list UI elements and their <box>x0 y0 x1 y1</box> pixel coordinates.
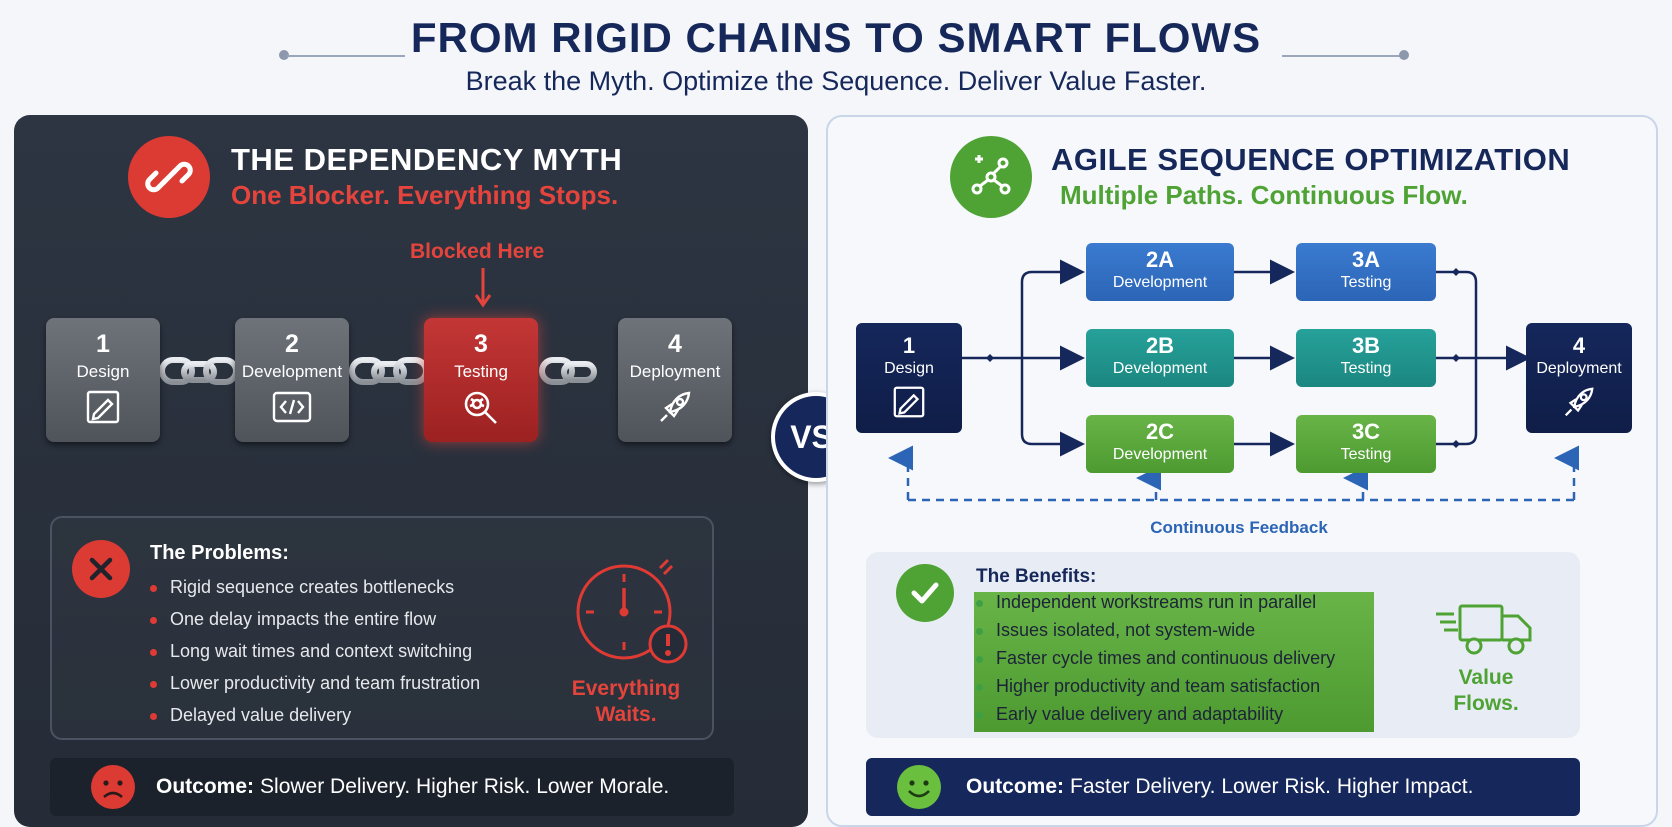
workflow-badge <box>950 136 1032 218</box>
left-panel-subtitle: One Blocker. Everything Stops. <box>231 180 619 210</box>
check-badge <box>896 564 954 622</box>
list-item: Lower productivity and team frustration <box>148 673 548 694</box>
step-number: 2C <box>1145 419 1175 444</box>
right-panel-subtitle: Multiple Paths. Continuous Flow. <box>1060 180 1468 210</box>
flow-step-2c: 2C Development <box>1086 415 1234 473</box>
step-label: Development <box>1112 360 1208 377</box>
outcome-text: Slower Delivery. Higher Risk. Lower Mora… <box>260 775 670 798</box>
left-panel-title: THE DEPENDENCY MYTH <box>231 142 623 177</box>
step-number: 3 <box>474 330 488 358</box>
happy-face-icon <box>897 765 941 809</box>
broken-chain-badge <box>128 136 210 218</box>
step-label: Development <box>241 362 343 381</box>
step-testing-blocked: 3 Testing <box>424 318 538 442</box>
outcome-text: Faster Delivery. Lower Risk. Higher Impa… <box>1070 775 1474 798</box>
outcome-label: Outcome: <box>966 775 1065 798</box>
checkmark-icon <box>911 582 939 604</box>
flow-step-3b: 3B Testing <box>1296 329 1436 387</box>
header-right-dot <box>1399 50 1409 60</box>
workflow-nodes-icon <box>971 155 1011 195</box>
header-left-rule <box>287 55 405 57</box>
flow-step-2b: 2B Development <box>1086 329 1234 387</box>
flow-step-2a: 2A Development <box>1086 243 1234 301</box>
step-design: 1 Design <box>46 318 160 442</box>
flow-step-design: 1 Design <box>856 323 962 433</box>
flow-step-3c: 3C Testing <box>1296 415 1436 473</box>
flow-connectors <box>888 259 1579 502</box>
step-label: Testing <box>1340 274 1392 291</box>
everything-waits-label: Everything Waits. <box>566 676 686 728</box>
delivery-truck-icon <box>1436 604 1532 655</box>
waits-line2: Waits. <box>595 703 657 726</box>
dependency-myth-panel <box>14 115 808 827</box>
blocked-arrow-icon <box>474 268 492 308</box>
step-number: 2B <box>1145 333 1175 358</box>
step-development: 2 Development <box>235 318 349 442</box>
list-item: Independent workstreams run in parallel <box>974 592 1374 613</box>
chain-links <box>159 357 597 385</box>
list-item: Faster cycle times and continuous delive… <box>974 648 1374 669</box>
bug-magnifier-icon <box>464 391 497 424</box>
flow-step-deployment: 4 Deployment <box>1526 323 1632 433</box>
page-subtitle: Break the Myth. Optimize the Sequence. D… <box>465 66 1207 96</box>
right-outcome-bar: Outcome: Faster Delivery. Lower Risk. Hi… <box>866 758 1580 816</box>
waits-line1: Everything <box>571 677 681 700</box>
problems-card <box>50 516 714 740</box>
step-label: Testing <box>454 362 508 381</box>
step-label: Testing <box>1340 360 1392 377</box>
left-outcome-bar: Outcome: Slower Delivery. Higher Risk. L… <box>50 758 734 816</box>
step-label: Development <box>1112 446 1208 463</box>
benefits-title: The Benefits: <box>976 566 1097 587</box>
list-item: Higher productivity and team satisfactio… <box>974 676 1374 697</box>
step-number: 1 <box>96 330 110 358</box>
step-number: 3B <box>1351 333 1381 358</box>
step-label: Design <box>884 360 934 377</box>
rocket-icon <box>1564 387 1594 417</box>
list-item: Rigid sequence creates bottlenecks <box>148 577 548 598</box>
continuous-feedback-label: Continuous Feedback <box>1150 518 1328 537</box>
value-line2: Flows. <box>1453 692 1519 715</box>
pencil-icon <box>893 386 925 418</box>
header-right-rule <box>1282 55 1400 57</box>
page-title: FROM RIGID CHAINS TO SMART FLOWS <box>410 14 1262 61</box>
benefits-list: Independent workstreams run in parallel … <box>974 592 1374 732</box>
problems-list: Rigid sequence creates bottlenecks One d… <box>148 577 548 736</box>
step-number: 1 <box>902 333 916 358</box>
list-item: Delayed value delivery <box>148 705 548 726</box>
code-icon <box>272 391 312 423</box>
sad-face-icon <box>91 765 135 809</box>
problems-title: The Problems: <box>150 542 289 564</box>
list-item: One delay impacts the entire flow <box>148 609 548 630</box>
step-label: Design <box>76 362 130 381</box>
chain-link-icon <box>145 161 193 193</box>
step-number: 2A <box>1145 247 1175 272</box>
blocked-here-label: Blocked Here <box>410 240 545 263</box>
header-left-dot <box>279 50 289 60</box>
value-line1: Value <box>1458 666 1514 689</box>
list-item: Early value delivery and adaptability <box>974 704 1374 725</box>
stopwatch-warning-icon <box>576 558 688 664</box>
list-item: Long wait times and context switching <box>148 641 548 662</box>
flow-step-3a: 3A Testing <box>1296 243 1436 301</box>
step-number: 3C <box>1351 419 1381 444</box>
right-panel-title: AGILE SEQUENCE OPTIMIZATION <box>1051 142 1571 177</box>
step-label: Deployment <box>1536 360 1622 377</box>
step-number: 4 <box>1572 333 1586 358</box>
step-label: Deployment <box>629 362 721 381</box>
outcome-label: Outcome: <box>156 775 255 798</box>
step-number: 2 <box>285 330 299 358</box>
step-number: 4 <box>668 330 682 358</box>
step-label: Testing <box>1340 446 1392 463</box>
step-number: 3A <box>1351 247 1381 272</box>
close-icon <box>89 557 113 581</box>
step-label: Development <box>1112 274 1208 291</box>
value-flows-label: Value Flows. <box>1436 665 1536 717</box>
x-badge <box>72 540 130 598</box>
list-item: Issues isolated, not system-wide <box>974 620 1374 641</box>
pencil-icon <box>86 390 120 424</box>
step-deployment: 4 Deployment <box>618 318 732 442</box>
rocket-icon <box>660 391 691 422</box>
